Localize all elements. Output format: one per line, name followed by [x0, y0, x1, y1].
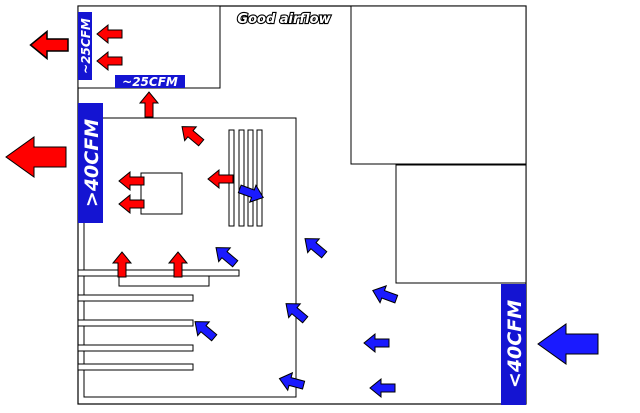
cpu-socket	[140, 172, 183, 215]
psu-exhaust-label: ~25CFM	[79, 18, 93, 74]
motherboard	[83, 117, 297, 398]
optical-drive-bay	[350, 5, 527, 165]
front-intake-label: <40CFM	[504, 300, 526, 388]
front-intake-badge: <40CFM	[501, 284, 526, 405]
front-intake-arrow-icon	[537, 323, 599, 365]
psu-box	[77, 5, 221, 89]
psu-exhaust-arrow-icon	[29, 30, 69, 60]
diagram-title: Good airflow	[237, 12, 331, 27]
expansion-slots	[77, 269, 240, 371]
hdd-bay	[395, 164, 527, 284]
psu-intake-badge: ~25CFM	[115, 75, 185, 89]
psu-intake-label: ~25CFM	[122, 75, 178, 89]
psu-exhaust-badge: ~25CFM	[78, 12, 93, 80]
chipset	[118, 275, 210, 287]
rear-exhaust-label: >40CFM	[81, 119, 103, 207]
rear-exhaust-badge: >40CFM	[78, 103, 103, 223]
rear-exhaust-arrow-icon	[5, 136, 67, 178]
